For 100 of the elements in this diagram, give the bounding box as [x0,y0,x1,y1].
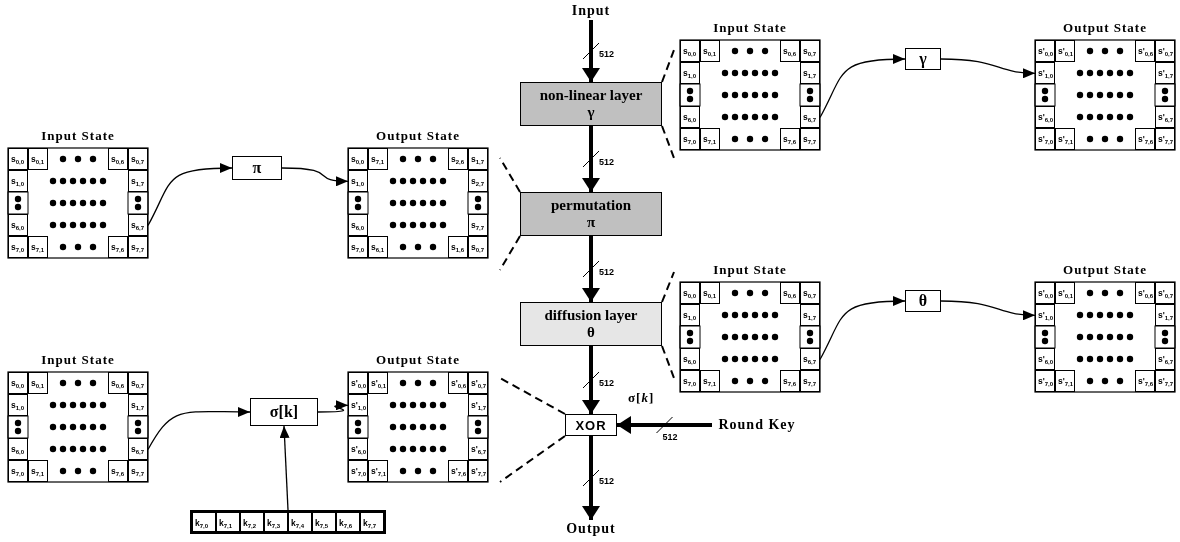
state-cell: s'$_{0,0}$ [348,372,368,394]
state-cell: s$_{7,6}$ [780,370,800,392]
operation-box: π [232,156,282,180]
state-cell: s'$_{7,1}$ [1055,370,1075,392]
state-cell: s$_{1,7}$ [800,304,820,326]
state-cell: s'$_{6,7}$ [468,438,488,460]
edge-label: 512 [662,432,678,442]
state-cell: s'$_{6,0}$ [348,438,368,460]
state-cell: s'$_{0,0}$ [1035,40,1055,62]
state-cell: s'$_{7,7}$ [1155,128,1175,150]
grid-heading: Input State [712,20,788,36]
state-cell: s$_{1,7}$ [128,394,148,416]
layer-name: permutation [551,197,631,214]
state-cell: s$_{1,7}$ [128,170,148,192]
key-cell: k$_{7,2}$ [240,512,264,532]
state-cell: s'$_{1,0}$ [1035,62,1055,84]
state-cell: s$_{0,0}$ [348,148,368,170]
state-cell: s'$_{1,7}$ [1155,62,1175,84]
layer-box [520,82,662,126]
grid-heading: Output State [1062,262,1148,278]
state-cell: s$_{0,1}$ [700,282,720,304]
key-cell: k$_{7,3}$ [264,512,288,532]
state-cell: s$_{7,7}$ [800,128,820,150]
bus-arrow [617,416,712,434]
state-cell: s'$_{0,7}$ [468,372,488,394]
bus-arrow [582,346,600,414]
state-cell: s$_{0,6}$ [780,40,800,62]
state-cell: s$_{0,0}$ [8,148,28,170]
state-cell: s$_{6,0}$ [8,438,28,460]
state-cell: s'$_{7,6}$ [1135,128,1155,150]
edge-label: 512 [599,267,615,277]
layer-symbol: θ [587,324,595,341]
state-cell: s'$_{1,7}$ [1155,304,1175,326]
key-register [190,510,386,534]
state-cell: s$_{0,6}$ [108,372,128,394]
state-cell: s$_{7,6}$ [108,236,128,258]
state-cell: s$_{2,7}$ [468,170,488,192]
state-cell: s'$_{0,6}$ [1135,282,1155,304]
state-cell: s'$_{6,0}$ [1035,348,1055,370]
key-cell: k$_{7,0}$ [192,512,216,532]
state-cell: s'$_{0,6}$ [448,372,468,394]
state-cell: s'$_{0,1}$ [1055,40,1075,62]
state-cell: s$_{7,0}$ [348,236,368,258]
arrow [281,167,349,186]
xor-box: XOR [565,414,617,436]
state-cell: s$_{7,6}$ [780,128,800,150]
state-cell: s$_{1,6}$ [448,236,468,258]
state-cell: s$_{6,7}$ [128,214,148,236]
state-cell: s'$_{7,1}$ [368,460,388,482]
state-cell: s$_{0,7}$ [468,236,488,258]
state-cell: s$_{7,0}$ [8,236,28,258]
state-cell: s'$_{0,7}$ [1155,40,1175,62]
state-cell: s$_{1,0}$ [8,394,28,416]
layer-box [520,302,662,346]
state-cell: s'$_{7,7}$ [468,460,488,482]
state-cell: s'$_{7,6}$ [1135,370,1155,392]
grid-heading: Output State [375,128,461,144]
state-cell: s$_{1,0}$ [348,170,368,192]
state-cell: s'$_{6,7}$ [1155,348,1175,370]
state-cell: s$_{0,6}$ [780,282,800,304]
state-cell: s$_{6,0}$ [680,106,700,128]
state-cell: s$_{0,7}$ [128,372,148,394]
state-cell: s$_{7,7}$ [128,460,148,482]
state-cell: s$_{1,0}$ [680,62,700,84]
edge-label: 512 [599,378,615,388]
state-cell: s'$_{0,0}$ [1035,282,1055,304]
state-cell: s$_{2,6}$ [448,148,468,170]
bus-arrow [582,20,600,82]
state-cell: s$_{7,7}$ [468,214,488,236]
state-cell: s'$_{7,0}$ [1035,128,1055,150]
state-cell: s$_{7,1}$ [368,148,388,170]
state-cell: s$_{6,7}$ [800,106,820,128]
state-cell: s'$_{7,0}$ [1035,370,1055,392]
bus-arrow [582,436,600,520]
state-cell: s'$_{0,1}$ [368,372,388,394]
state-cell: s$_{0,1}$ [700,40,720,62]
key-cell: k$_{7,4}$ [288,512,312,532]
key-label: σ[k] [628,390,655,406]
state-cell: s'$_{7,6}$ [448,460,468,482]
state-cell: s$_{7,0}$ [680,370,700,392]
state-cell: s$_{7,7}$ [800,370,820,392]
state-cell: s'$_{7,1}$ [1055,128,1075,150]
state-cell: s$_{6,7}$ [800,348,820,370]
grid-heading: Output State [375,352,461,368]
state-cell: s$_{1,7}$ [800,62,820,84]
layer-symbol: π [586,214,596,231]
state-cell: s'$_{7,0}$ [348,460,368,482]
state-cell: s'$_{1,7}$ [468,394,488,416]
state-cell: s$_{6,0}$ [8,214,28,236]
state-cell: s$_{7,1}$ [700,128,720,150]
state-cell: s$_{7,7}$ [128,236,148,258]
state-cell: s$_{0,0}$ [8,372,28,394]
arrow [317,400,349,413]
layer-box [520,192,662,236]
state-cell: s$_{1,7}$ [468,148,488,170]
layer-symbol: γ [587,104,595,121]
state-cell: s$_{0,1}$ [28,372,48,394]
state-cell: s'$_{0,1}$ [1055,282,1075,304]
state-cell: s'$_{6,0}$ [1035,106,1055,128]
state-cell: s$_{7,1}$ [28,460,48,482]
